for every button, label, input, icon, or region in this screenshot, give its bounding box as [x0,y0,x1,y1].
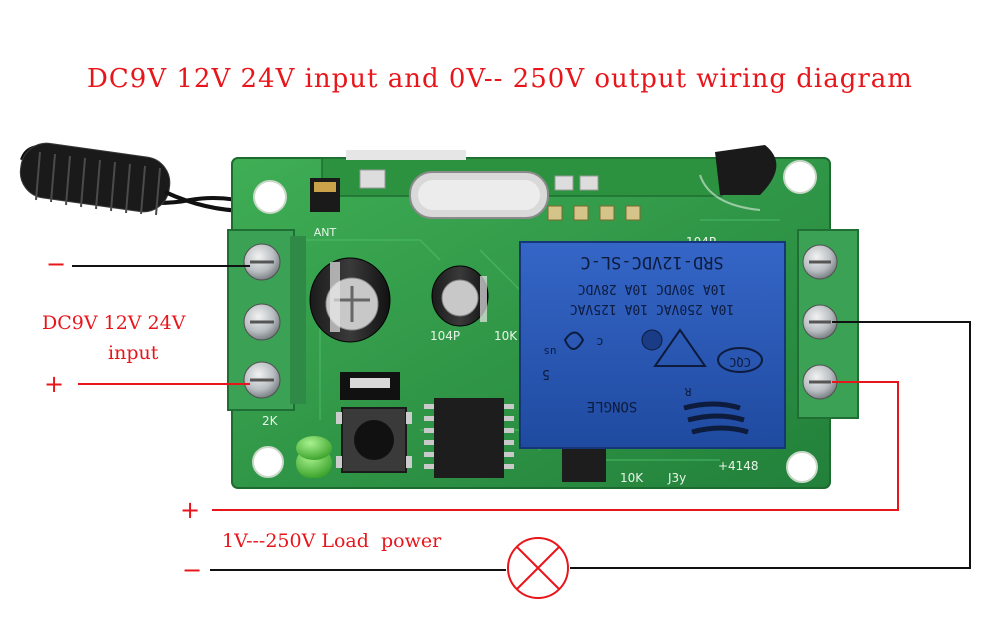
capacitor-icon [431,265,489,327]
relay-rating-2: 10A 30VDC 10A 28VDC [578,281,727,296]
relay-cert-mark: CQC [729,355,751,369]
screw-terminal-icon [243,303,281,341]
relay-rating-1: 10A 250VAC 10A 125VAC [570,301,734,316]
input-minus-symbol: − [46,250,67,278]
relay-icon: SRD-12VDC-SL-C 10A 250VAC 10A 125VAC 10A… [519,241,786,449]
screw-terminal-icon [802,304,838,340]
input-voltage-label: DC9V 12V 24V [42,312,186,334]
crystal-icon [409,171,549,219]
jumper-j3y-label: J3y [667,471,686,485]
lamp-load-icon [507,537,569,599]
relay-brand: SONGLE [587,398,638,414]
screw-terminal-icon [243,243,281,281]
cap-104-mid-label: 104P [430,329,460,343]
load-plus-symbol: + [180,496,201,524]
diode-4148-label: 4148 [728,459,759,473]
load-minus-symbol: − [182,556,203,584]
antenna-pin: ANT [310,178,340,239]
res-10k-bottom-label: 10K [620,471,644,485]
small-ic-icon [562,448,606,482]
led-icon [296,436,332,478]
input-terminal-block [227,229,306,411]
res-10k-mid-label: 10K [494,329,518,343]
screw-terminal-icon [243,361,281,399]
ic-chip-icon [424,398,514,478]
diagram-title: DC9V 12V 24V input and 0V-- 250V output … [87,64,913,94]
output-terminal-block [797,229,859,419]
relay-mark-us: us [543,345,556,358]
input-word-label: input [108,342,159,364]
transistor-icon [699,145,777,211]
antenna-pin-label: ANT [314,226,337,239]
wires [72,265,971,571]
capacitor-icon [309,257,391,343]
relay-model: SRD-12VDC-SL-C [580,252,723,272]
jumper-icon [340,372,400,400]
relay-mark-r: R [684,385,691,398]
relay-mark-c: c [596,335,603,349]
input-plus-symbol: + [44,370,65,398]
pin-header [547,205,641,221]
relay-mark-5: 5 [542,366,550,381]
diode-plus-label: + [718,459,728,473]
screw-terminal-icon [802,244,838,280]
load-power-label: 1V---250V Load power [222,530,442,552]
res-2k-label: 2K [262,414,279,428]
screw-terminal-icon [802,364,838,400]
push-button-icon [336,407,412,473]
